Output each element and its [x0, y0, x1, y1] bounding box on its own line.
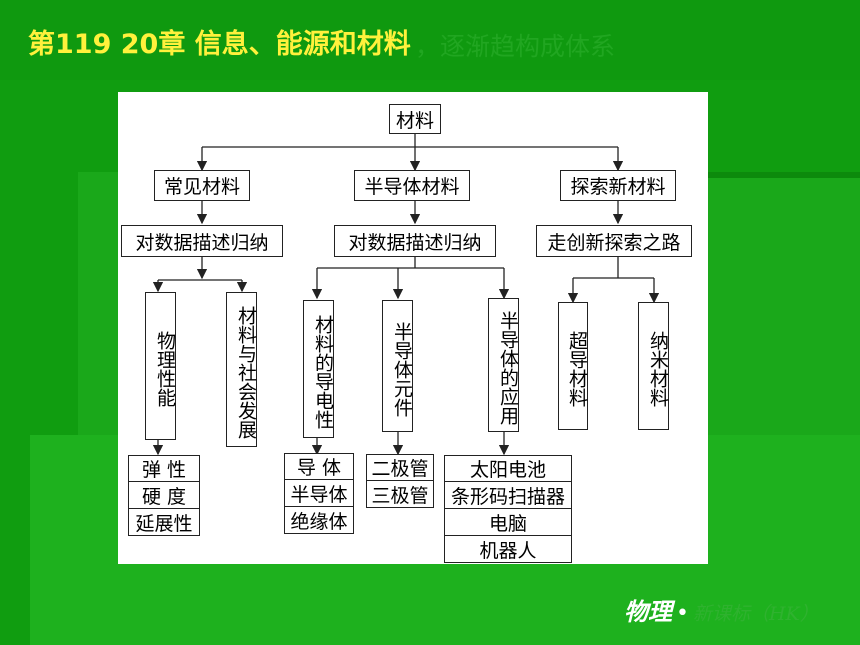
concept-map-panel: 材料 常见材料 半导体材料 探索新材料 对数据描述归纳 对数据描述归纳 走创新探…	[118, 92, 708, 564]
node-semiconductor-components: 半导体元件	[382, 300, 413, 432]
node-materials-society: 材料与社会发展	[226, 292, 257, 447]
leaf-list-components: 二极管 三极管	[366, 454, 434, 508]
method-node: 走创新探索之路	[536, 225, 692, 257]
list-item: 绝缘体	[284, 507, 354, 534]
leaf-list-applications: 太阳电池 条形码扫描器 电脑 机器人	[444, 455, 572, 563]
node-conductivity: 材料的导电性	[303, 300, 334, 438]
branch-semiconductor-materials: 半导体材料	[354, 170, 470, 201]
faded-background-text: ，逐渐趋构成体系	[415, 32, 616, 61]
list-item: 太阳电池	[444, 455, 572, 482]
root-node: 材料	[389, 104, 441, 134]
node-semiconductor-applications: 半导体的应用	[488, 298, 519, 432]
node-superconductors: 超导材料	[558, 302, 588, 430]
branch-new-materials: 探索新材料	[560, 170, 676, 201]
background-band-line	[620, 172, 860, 178]
method-node: 对数据描述归纳	[334, 225, 496, 257]
list-item: 弹 性	[128, 455, 200, 482]
branch-common-materials: 常见材料	[154, 170, 250, 201]
list-item: 延展性	[128, 509, 200, 536]
leaf-list-physical-properties: 弹 性 硬 度 延展性	[128, 455, 200, 536]
footer-subject: 物理	[624, 597, 672, 626]
list-item: 机器人	[444, 536, 572, 563]
list-item: 条形码扫描器	[444, 482, 572, 509]
method-node: 对数据描述归纳	[121, 225, 283, 257]
footer-curriculum: 新课标（HK）	[692, 603, 819, 625]
slide-footer: 物理•新课标（HK）	[624, 592, 819, 627]
list-item: 二极管	[366, 454, 434, 481]
list-item: 半导体	[284, 480, 354, 507]
leaf-list-conductivity: 导 体 半导体 绝缘体	[284, 453, 354, 534]
node-nanomaterials: 纳米材料	[638, 302, 669, 430]
list-item: 三极管	[366, 481, 434, 508]
slide-title: 第119 20章 信息、能源和材料	[28, 29, 411, 60]
top-band	[0, 0, 860, 80]
connector-lines	[152, 133, 660, 456]
node-physical-properties: 物理性能	[145, 292, 176, 440]
list-item: 导 体	[284, 453, 354, 480]
list-item: 硬 度	[128, 482, 200, 509]
footer-bullet: •	[676, 601, 689, 626]
list-item: 电脑	[444, 509, 572, 536]
